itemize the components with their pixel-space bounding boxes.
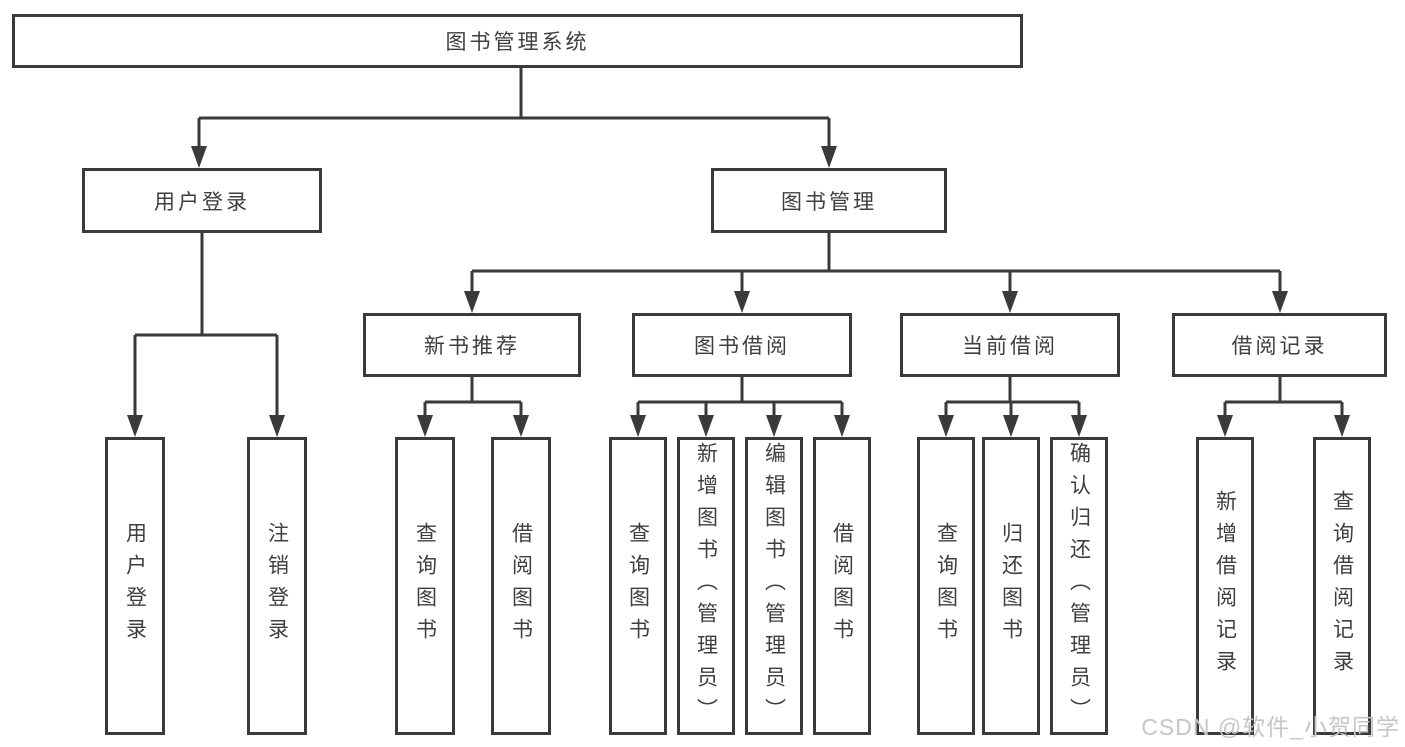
node-user-login: 用户登录 — [82, 168, 322, 233]
leaf-query-borrow-record: 查询借阅记录 — [1313, 437, 1371, 735]
node-current-borrow: 当前借阅 — [900, 313, 1120, 377]
leaf-query-book-borrow: 查询图书 — [609, 437, 667, 735]
leaf-edit-book-admin: 编辑图书（管理员） — [745, 437, 803, 735]
leaf-user-login: 用户登录 — [105, 437, 165, 735]
leaf-add-book-admin: 新增图书（管理员） — [677, 437, 735, 735]
leaf-borrow-book-recommend: 借阅图书 — [491, 437, 551, 735]
leaf-borrow-book: 借阅图书 — [813, 437, 871, 735]
leaf-query-book-recommend: 查询图书 — [395, 437, 455, 735]
node-new-book-recommend: 新书推荐 — [363, 313, 581, 377]
leaf-add-borrow-record: 新增借阅记录 — [1196, 437, 1254, 735]
node-borrow-record: 借阅记录 — [1172, 313, 1387, 377]
node-book-management: 图书管理 — [711, 168, 947, 233]
leaf-query-book-current: 查询图书 — [917, 437, 975, 735]
node-book-borrow: 图书借阅 — [632, 313, 852, 377]
leaf-return-book: 归还图书 — [982, 437, 1040, 735]
node-root: 图书管理系统 — [12, 14, 1023, 68]
leaf-confirm-return-admin: 确认归还（管理员） — [1050, 437, 1108, 735]
leaf-logout: 注销登录 — [247, 437, 307, 735]
